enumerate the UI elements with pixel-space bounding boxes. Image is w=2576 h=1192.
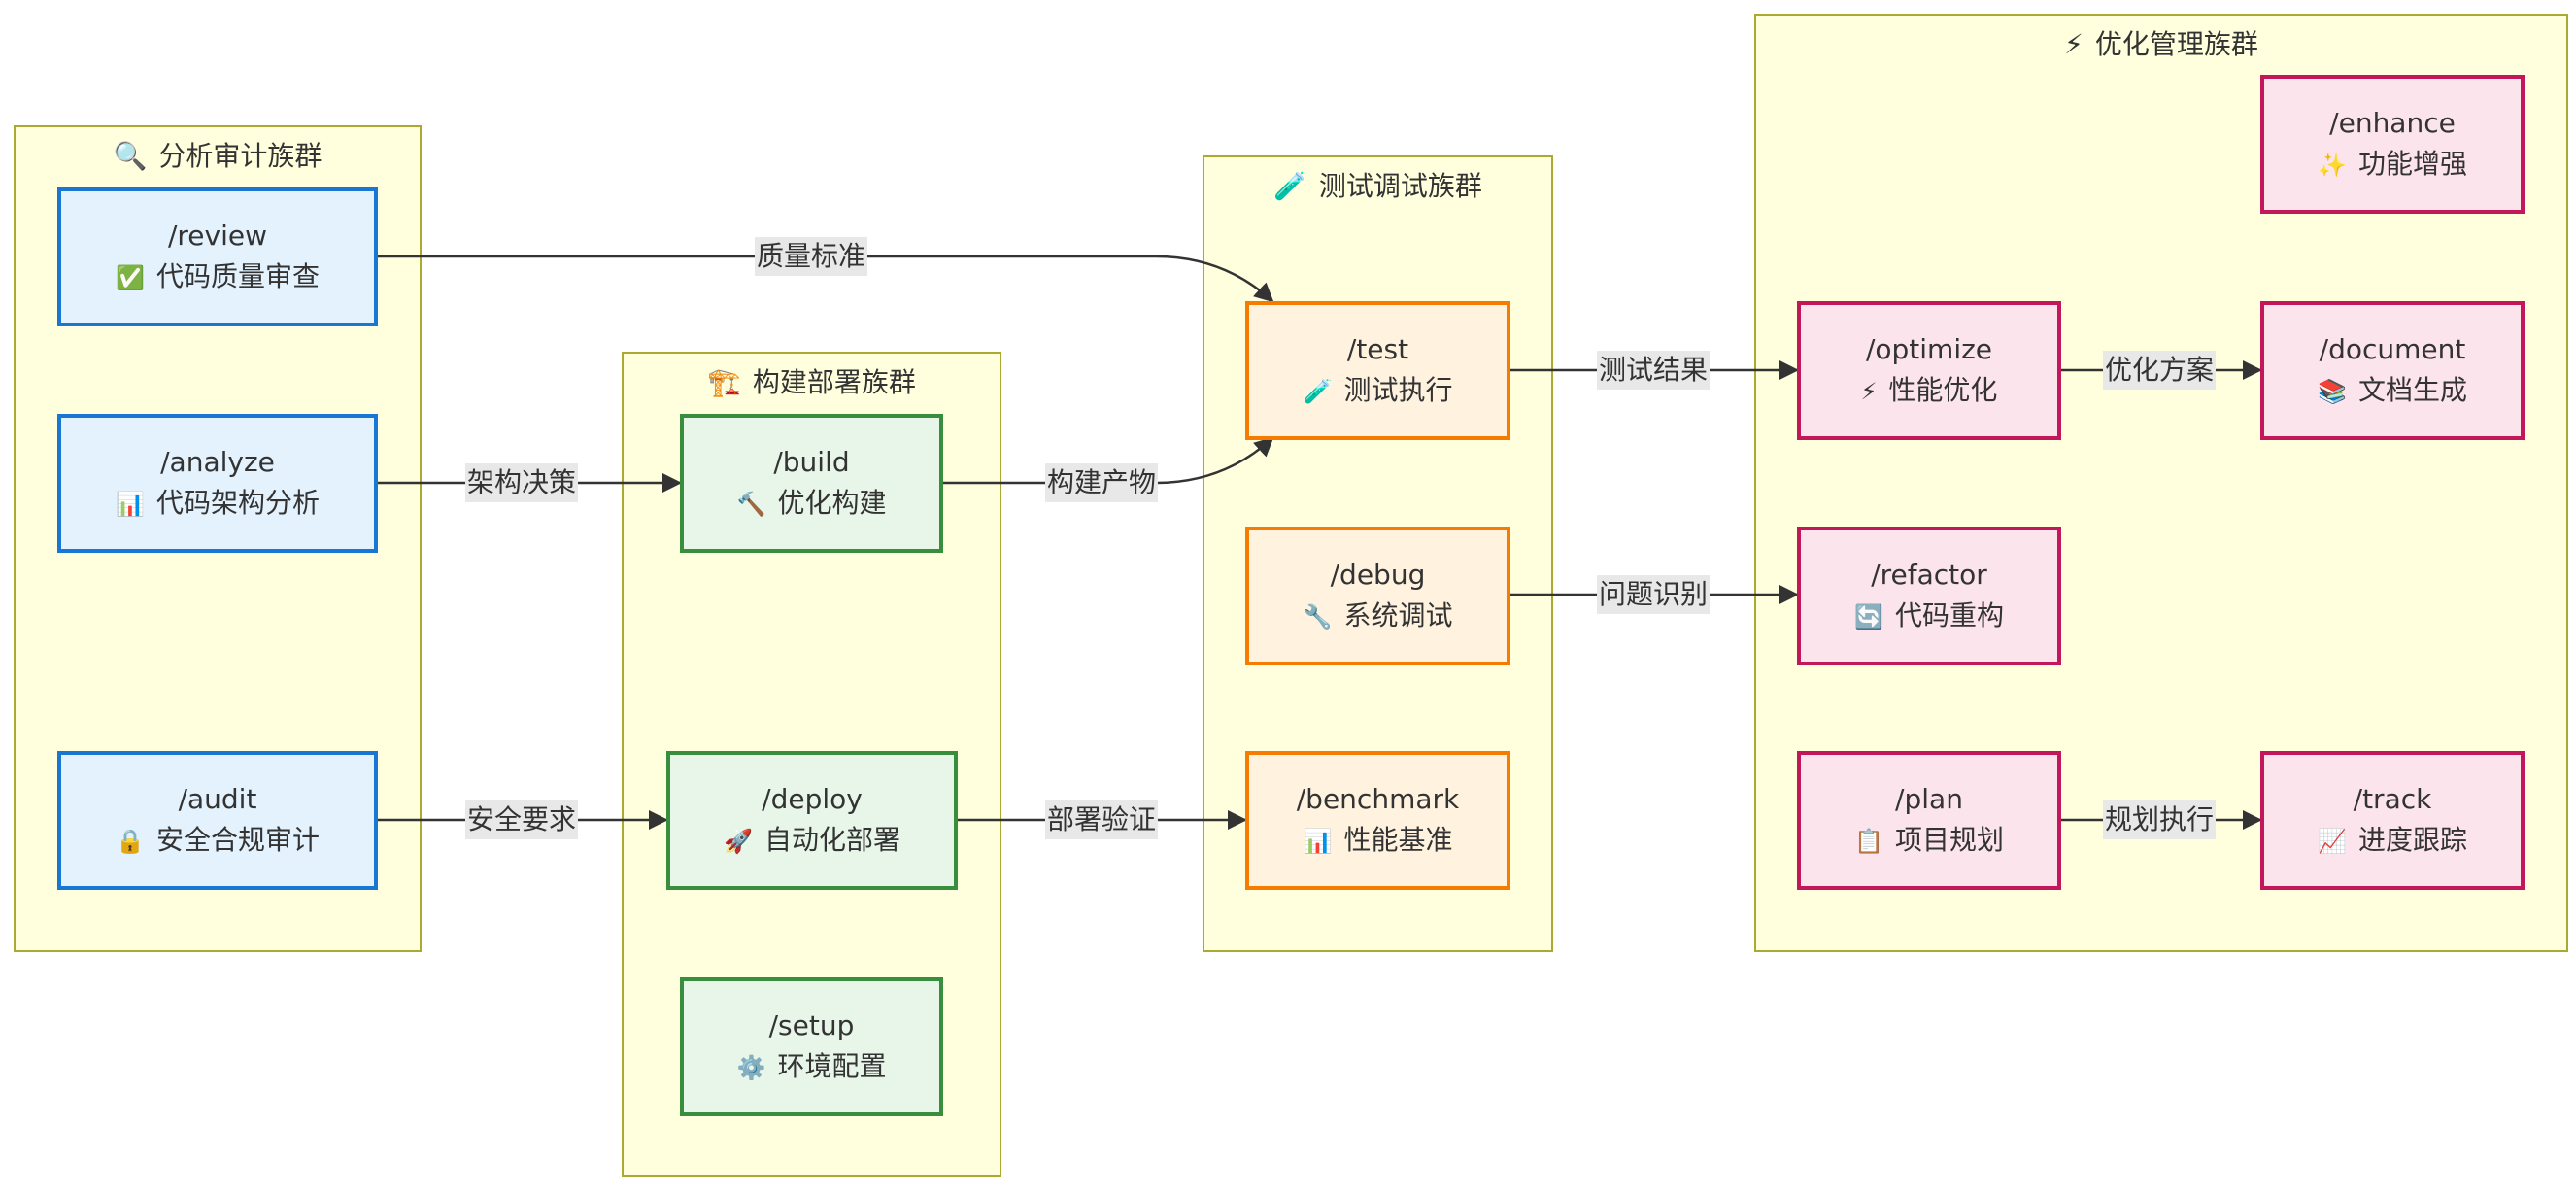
node-description: 🔨 优化构建: [737, 483, 887, 525]
node-plan[interactable]: /plan 📋 项目规划: [1797, 751, 2061, 890]
node-description: 📋 项目规划: [1854, 820, 2004, 862]
node-command: /benchmark: [1296, 783, 1460, 815]
node-description-text: 自动化部署: [763, 824, 900, 856]
node-description-text: 环境配置: [777, 1050, 887, 1082]
node-command: /debug: [1330, 559, 1426, 591]
node-analyze[interactable]: /analyze 📊 代码架构分析: [57, 414, 378, 553]
node-description-text: 安全合规审计: [155, 824, 320, 856]
cluster-title-text: 优化管理族群: [2094, 28, 2258, 60]
node-review[interactable]: /review ✅ 代码质量审查: [57, 187, 378, 326]
cluster-title: 🔍 分析审计族群: [16, 135, 420, 174]
node-description-text: 优化构建: [777, 487, 887, 519]
node-description-text: 性能优化: [1888, 374, 1998, 406]
node-description-text: 代码架构分析: [155, 487, 320, 519]
hammer-icon: 🔨: [736, 491, 766, 518]
node-description-text: 测试执行: [1343, 374, 1453, 406]
node-command: /enhance: [2329, 107, 2456, 139]
crane-icon: 🏗️: [707, 366, 741, 398]
node-description-text: 功能增强: [2357, 148, 2467, 180]
node-description: ⚙️ 环境配置: [737, 1046, 887, 1088]
node-build[interactable]: /build 🔨 优化构建: [680, 414, 943, 553]
edge-label: 构建产物: [1044, 463, 1159, 502]
node-description-text: 文档生成: [2357, 374, 2467, 406]
node-command: /document: [2319, 333, 2466, 365]
node-audit[interactable]: /audit 🔒 安全合规审计: [57, 751, 378, 890]
node-description-text: 进度跟踪: [2357, 824, 2467, 856]
node-track[interactable]: /track 📈 进度跟踪: [2260, 751, 2525, 890]
node-command: /build: [773, 446, 850, 478]
node-description: 📊 代码架构分析: [116, 483, 320, 525]
wrench-icon: 🔧: [1303, 603, 1333, 630]
node-command: /refactor: [1871, 559, 1987, 591]
node-description: 🚀 自动化部署: [724, 820, 900, 862]
edge-label: 测试结果: [1596, 351, 1711, 390]
check-mark-icon: ✅: [116, 264, 145, 291]
node-deploy[interactable]: /deploy 🚀 自动化部署: [666, 751, 958, 890]
node-refactor[interactable]: /refactor 🔄 代码重构: [1797, 527, 2061, 665]
node-description: ⚡ 性能优化: [1861, 370, 1998, 412]
node-description-text: 项目规划: [1894, 824, 2004, 856]
node-description: 🔄 代码重构: [1854, 596, 2004, 637]
node-description-text: 系统调试: [1343, 599, 1453, 631]
sparkles-icon: ✨: [2318, 152, 2347, 179]
node-command: /deploy: [762, 783, 863, 815]
node-description: ✅ 代码质量审查: [116, 256, 320, 298]
test-tube-icon: 🧪: [1273, 170, 1307, 202]
cluster-title: ⚡ 优化管理族群: [1756, 23, 2566, 62]
cluster-title: 🏗️ 构建部署族群: [624, 361, 1000, 400]
refresh-icon: 🔄: [1854, 603, 1883, 630]
node-command: /setup: [768, 1009, 855, 1041]
node-test[interactable]: /test 🧪 测试执行: [1245, 301, 1510, 440]
lock-icon: 🔒: [116, 828, 145, 855]
clipboard-icon: 📋: [1854, 828, 1883, 855]
lightning-icon: ⚡: [1860, 378, 1878, 405]
cluster-title-text: 构建部署族群: [752, 366, 916, 398]
node-description: 📚 文档生成: [2318, 370, 2467, 412]
edge-label: 优化方案: [2102, 351, 2217, 390]
node-debug[interactable]: /debug 🔧 系统调试: [1245, 527, 1510, 665]
node-benchmark[interactable]: /benchmark 📊 性能基准: [1245, 751, 1510, 890]
node-command: /track: [2353, 783, 2432, 815]
rocket-icon: 🚀: [724, 828, 753, 855]
cluster-title: 🧪 测试调试族群: [1204, 165, 1551, 204]
edge-label: 部署验证: [1044, 800, 1159, 839]
lightning-icon: ⚡: [2064, 28, 2084, 60]
magnifier-icon: 🔍: [113, 140, 148, 172]
bar-chart-icon: 📊: [1303, 828, 1333, 855]
node-description: 📈 进度跟踪: [2318, 820, 2467, 862]
node-description-text: 代码重构: [1894, 599, 2004, 631]
books-icon: 📚: [2318, 378, 2347, 405]
node-description: 🔧 系统调试: [1304, 596, 1453, 637]
node-command: /analyze: [160, 446, 275, 478]
node-description: ✨ 功能增强: [2318, 144, 2467, 186]
test-tube-icon: 🧪: [1303, 378, 1333, 405]
edge-label: 问题识别: [1596, 575, 1711, 614]
node-command: /review: [167, 220, 268, 252]
node-enhance[interactable]: /enhance ✨ 功能增强: [2260, 75, 2525, 214]
node-description: 🧪 测试执行: [1304, 370, 1453, 412]
bar-chart-icon: 📊: [116, 491, 145, 518]
gear-icon: ⚙️: [736, 1054, 766, 1081]
node-document[interactable]: /document 📚 文档生成: [2260, 301, 2525, 440]
node-command: /optimize: [1865, 333, 1993, 365]
edge-label: 安全要求: [464, 800, 579, 839]
cluster-title-text: 测试调试族群: [1318, 170, 1482, 202]
trend-chart-icon: 📈: [2318, 828, 2347, 855]
node-description-text: 性能基准: [1343, 824, 1453, 856]
node-command: /audit: [178, 783, 257, 815]
node-description: 📊 性能基准: [1304, 820, 1453, 862]
edge-label: 规划执行: [2102, 800, 2217, 839]
node-description-text: 代码质量审查: [155, 260, 320, 292]
node-description: 🔒 安全合规审计: [116, 820, 320, 862]
edge-label: 架构决策: [464, 463, 579, 502]
edge-label: 质量标准: [754, 237, 868, 276]
cluster-title-text: 分析审计族群: [158, 140, 322, 172]
node-command: /plan: [1895, 783, 1963, 815]
node-setup[interactable]: /setup ⚙️ 环境配置: [680, 977, 943, 1116]
node-command: /test: [1346, 333, 1409, 365]
node-optimize[interactable]: /optimize ⚡ 性能优化: [1797, 301, 2061, 440]
